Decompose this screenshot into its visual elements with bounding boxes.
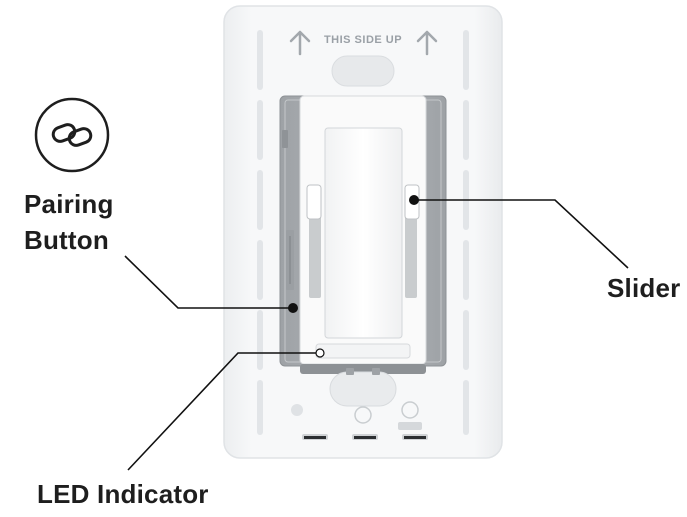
leader-pairing [124,255,293,309]
slider-label: Slider [607,273,681,303]
screw-slot-bottom [329,371,397,407]
link-icon [33,96,111,174]
screw-slot-top [331,55,395,87]
slider-knob-left[interactable] [306,184,322,220]
leader-dot-pairing [288,303,298,313]
leader-dot-led [315,348,325,358]
led-dot [291,404,303,416]
pairing-label-line2: Button [24,225,109,255]
leader-lines [124,199,629,471]
leader-slider [418,199,629,269]
pairing-button[interactable] [282,130,288,148]
leader-led [127,352,320,471]
pairing-label-line1: Pairing [24,189,114,219]
arrow-up-icon [416,30,438,56]
leader-dot-slider [409,195,419,205]
arrow-up-icon [289,30,311,56]
orientation-text: THIS SIDE UP [323,34,403,46]
paddle[interactable] [324,127,403,339]
plate-vents-left [257,30,263,435]
led-indicator-label: LED Indicator [37,479,209,509]
led-indicator [315,343,411,359]
